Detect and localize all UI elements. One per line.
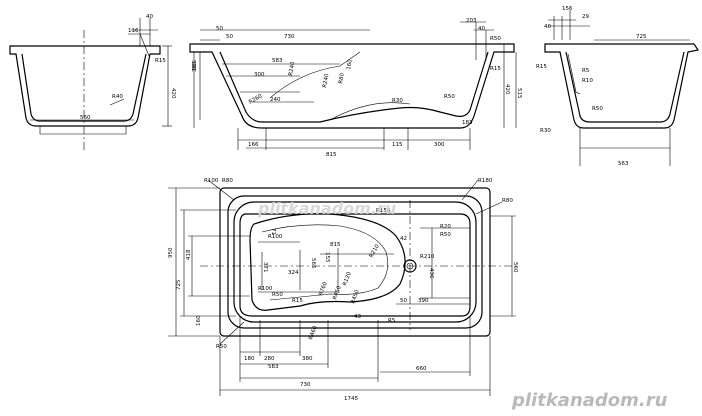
label-plan-r210a: R210 [369,243,382,259]
label-plan-r120: R120 [342,271,353,287]
label-right-156: 156 [562,6,573,12]
label-plan-43: 43 [354,314,361,320]
label-left-r15: R15 [155,58,166,64]
label-right-29: 29 [582,14,589,20]
label-plan-280: 280 [264,356,275,362]
label-right-r10: R10 [582,78,593,84]
label-left-420: 420 [170,88,176,99]
label-center-385: 385 [192,61,198,72]
label-plan-r460: R460 [308,325,319,341]
label-plan-180: 180 [244,356,255,362]
label-right-563: 563 [618,161,629,167]
label-center-203: 203 [466,18,477,24]
plan-view: R100 R80 R180 R80 R20 R50 R155 R100 815 … [168,178,520,402]
label-right-r15: R15 [536,64,547,70]
label-center-583: 583 [272,58,283,64]
label-right-40: 40 [544,24,551,30]
label-center-160: 160 [346,58,354,70]
label-plan-r100b: R100 [268,234,283,240]
label-plan-390: 390 [418,298,429,304]
label-plan-r20: R20 [440,224,451,230]
label-plan-r5: R5 [388,318,396,324]
label-plan-r100c: R100 [258,286,273,292]
label-center-595: 595 [190,60,196,71]
label-plan-r50: R50 [440,232,451,238]
label-left-r40: R40 [112,94,123,100]
label-center-r15: R15 [490,66,501,72]
label-center-183: 183 [462,120,473,126]
label-left-116: 116 [128,28,139,34]
label-right-725: 725 [636,34,647,40]
label-center-r240a: R240 [288,61,296,77]
label-plan-815: 815 [330,242,341,248]
label-plan-r155: R155 [376,208,391,214]
center-section-view: 50 50 730 583 300 240 R240 R240 R80 160 … [189,18,522,158]
label-plan-r50b: R50 [272,292,283,298]
label-center-240: 240 [270,97,281,103]
label-plan-730: 730 [300,382,311,388]
label-plan-950: 950 [168,247,174,258]
label-center-815: 815 [326,152,337,158]
label-plan-1745: 1745 [344,396,358,402]
label-center-r50a: R50 [444,94,455,100]
label-center-115: 115 [392,142,403,148]
label-plan-r100: R100 [204,178,219,184]
label-plan-r760: R760 [318,281,329,297]
label-right-r30: R30 [540,128,551,134]
label-plan-r80b: R80 [502,198,513,204]
label-plan-r80a: R80 [222,178,233,184]
label-plan-436: 436 [428,268,434,279]
label-plan-560: 560 [512,262,518,273]
right-section-view: 40 156 29 725 R15 R5 R10 R50 R30 563 [536,6,699,167]
label-plan-371: 371 [262,262,268,273]
label-plan-42: 42 [400,236,407,242]
label-plan-r15: R15 [292,298,303,304]
label-center-50a: 50 [216,26,223,32]
label-center-r240b: R240 [322,73,330,89]
label-plan-160: 160 [196,315,202,326]
label-center-r260: R260 [248,93,264,106]
label-plan-r180: R180 [478,178,493,184]
label-center-r30: R30 [392,98,403,104]
label-plan-71: 71 [270,228,276,235]
watermark-center: plitkanadom.ru [257,199,396,218]
label-center-40: 40 [478,26,485,32]
label-center-r80: R80 [338,72,346,84]
label-plan-r450a: R450 [332,285,343,301]
label-plan-r210b: R210 [420,254,435,260]
label-plan-380: 380 [302,356,313,362]
left-section-view: 40 116 R15 420 R40 560 [9,14,176,150]
label-plan-725: 725 [176,279,182,290]
label-plan-565: 565 [310,258,316,269]
label-plan-155: 155 [324,252,330,263]
label-plan-418: 418 [186,249,192,260]
label-plan-50: 50 [400,298,407,304]
label-center-r50b: R50 [490,36,501,42]
label-plan-324: 324 [288,270,299,276]
label-left-40: 40 [146,14,153,20]
watermark-corner: plitkanadom.ru [511,390,668,411]
label-center-730: 730 [284,34,295,40]
label-plan-583: 583 [268,364,279,370]
label-plan-r50c: R50 [216,344,227,350]
label-center-166: 166 [248,142,259,148]
label-right-r50: R50 [592,106,603,112]
label-center-420: 420 [504,84,510,95]
label-center-300: 300 [254,72,265,78]
label-center-515: 515 [516,88,522,99]
label-center-300b: 300 [434,142,445,148]
label-center-50b: 50 [226,34,233,40]
label-right-r5: R5 [582,68,590,74]
label-plan-r450b: R450 [350,289,361,305]
label-left-560: 560 [80,115,91,121]
label-plan-660: 660 [416,366,427,372]
